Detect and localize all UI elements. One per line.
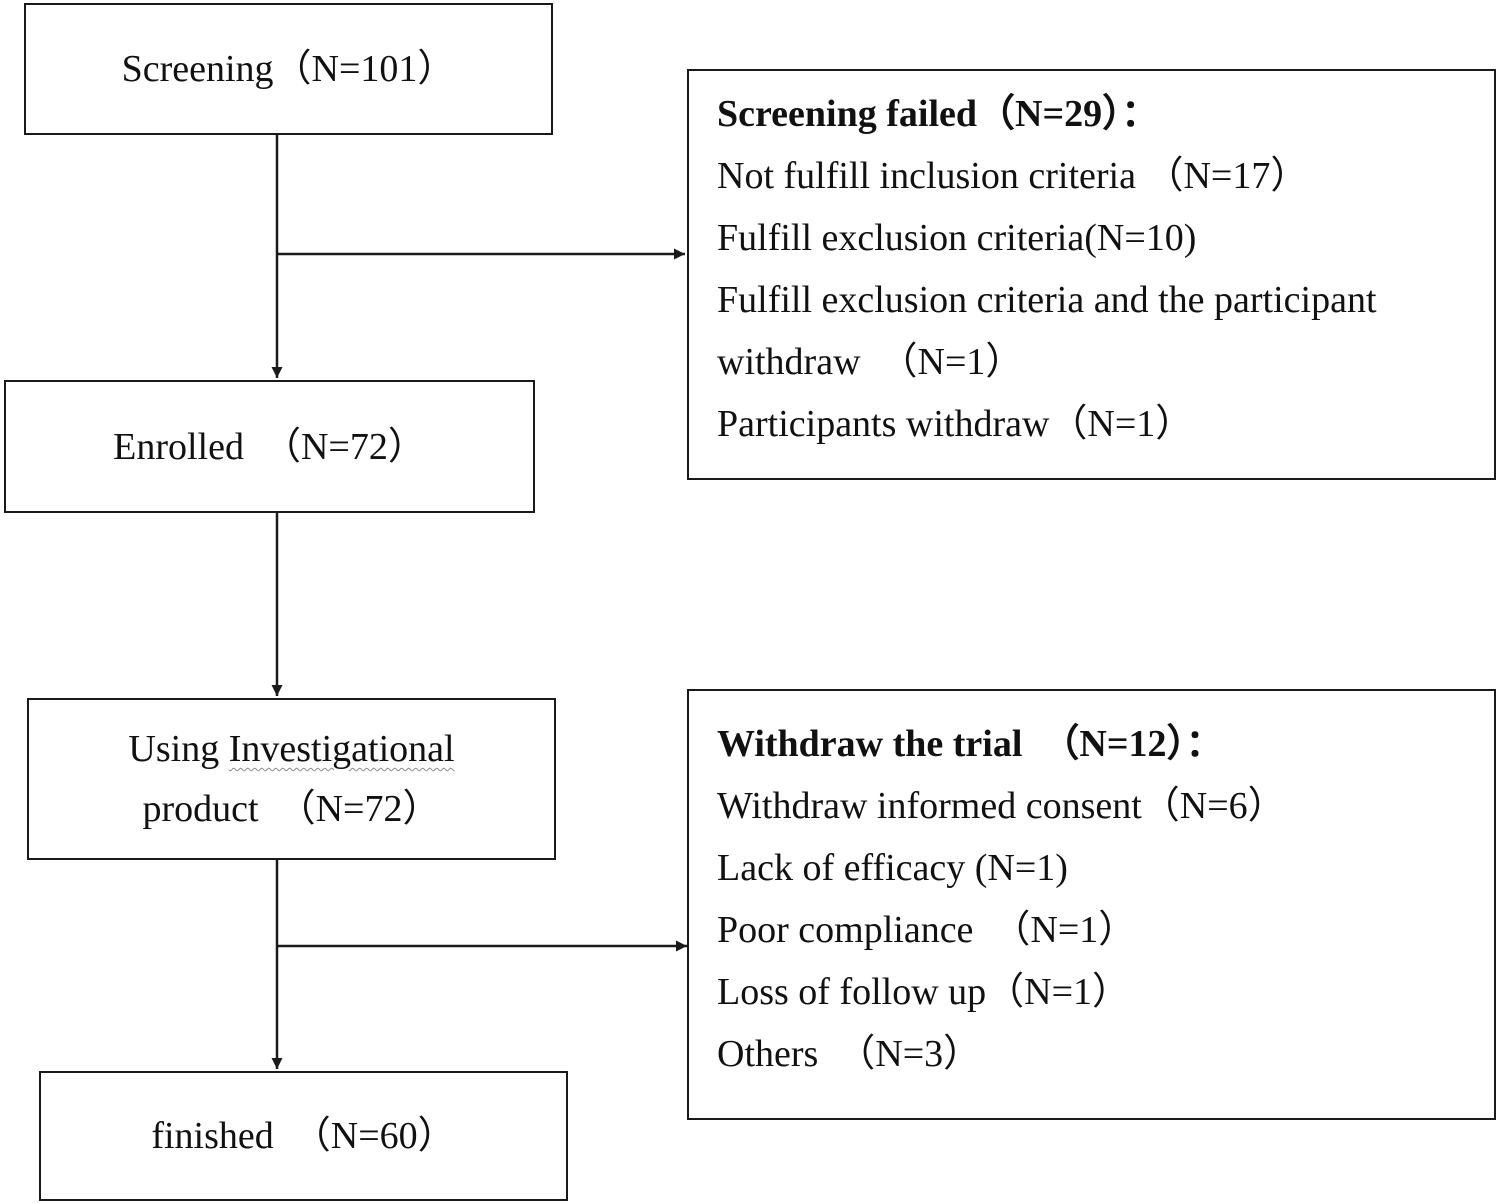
screening-label: Screening（N=101） bbox=[121, 48, 456, 90]
withdraw-trial-item: Loss of follow up（N=1） bbox=[717, 971, 1131, 1013]
withdraw-trial-title: Withdraw the trial （N=12）： bbox=[717, 723, 1224, 765]
withdraw-trial-item: Poor compliance （N=1） bbox=[717, 909, 1137, 951]
screening-box: Screening（N=101） bbox=[24, 3, 553, 135]
enrolled-label: Enrolled （N=72） bbox=[113, 425, 426, 468]
screening-failed-item: Participants withdraw（N=1） bbox=[717, 403, 1194, 445]
investigational-prefix: Using bbox=[128, 728, 229, 770]
screening-failed-box: Screening failed（N=29）： Not fulfill incl… bbox=[687, 69, 1496, 480]
finished-label: finished （N=60） bbox=[151, 1115, 456, 1157]
investigational-line-2: product （N=72） bbox=[142, 788, 441, 830]
enrolled-box: Enrolled （N=72） bbox=[4, 380, 535, 513]
screening-failed-item: Not fulfill inclusion criteria （N=17） bbox=[717, 155, 1309, 197]
finished-box: finished （N=60） bbox=[39, 1071, 568, 1201]
withdraw-trial-item: Lack of efficacy (N=1) bbox=[717, 847, 1068, 889]
withdraw-trial-item: Others （N=3） bbox=[717, 1033, 982, 1075]
screening-failed-item: Fulfill exclusion criteria(N=10) bbox=[717, 217, 1197, 259]
investigational-product-box: Using Investigational product （N=72） bbox=[27, 698, 556, 860]
screening-failed-item: Fulfill exclusion criteria and the parti… bbox=[717, 279, 1377, 321]
investigational-word: Investigational bbox=[228, 728, 455, 770]
screening-failed-item: withdraw （N=1） bbox=[717, 341, 1024, 383]
screening-failed-title: Screening failed（N=29）： bbox=[717, 93, 1160, 135]
withdraw-trial-box: Withdraw the trial （N=12）： Withdraw info… bbox=[687, 689, 1496, 1120]
withdraw-trial-item: Withdraw informed consent（N=6） bbox=[717, 785, 1286, 827]
investigational-line-1: Using Investigational bbox=[128, 719, 454, 779]
